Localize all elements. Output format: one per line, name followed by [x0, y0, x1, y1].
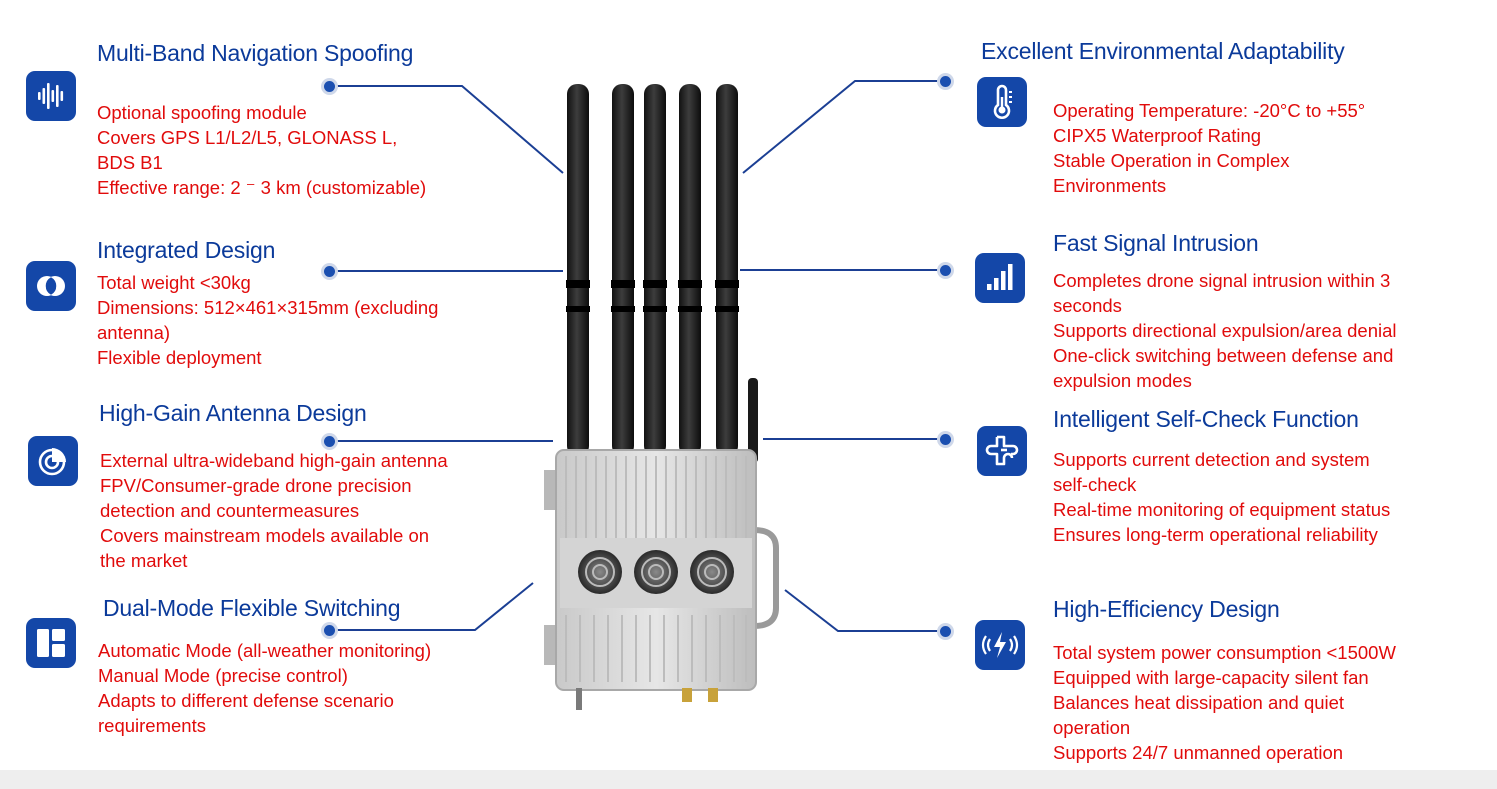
feature-line: self-check — [1053, 474, 1137, 495]
connector-dot — [324, 625, 335, 636]
feature-lines: Total weight <30kg Dimensions: 512×461×3… — [97, 270, 438, 370]
feature-line: Optional spoofing module — [97, 102, 307, 123]
thermometer-icon — [977, 77, 1027, 127]
feature-title: High-Gain Antenna Design — [99, 400, 367, 426]
feature-line: operation — [1053, 717, 1131, 738]
fans — [578, 550, 734, 594]
antenna-2 — [611, 84, 635, 456]
feature-lines: Completes drone signal intrusion within … — [1053, 268, 1397, 393]
jammer-device-illustration — [544, 84, 779, 710]
feature-title: Multi-Band Navigation Spoofing — [97, 40, 414, 66]
feature-line: Total system power consumption <1500W — [1053, 642, 1396, 663]
connector-dot — [940, 265, 951, 276]
feature-line: Supports current detection and system — [1053, 449, 1370, 470]
antenna-1 — [566, 84, 590, 456]
feature-title: Fast Signal Intrusion — [1053, 230, 1259, 256]
connector-dot — [324, 436, 335, 447]
feature-line: Completes drone signal intrusion within … — [1053, 270, 1391, 291]
feature-lines: Supports current detection and system se… — [1053, 447, 1390, 547]
feature-line: the market — [100, 550, 188, 571]
feature-lines: Total system power consumption <1500W Eq… — [1053, 640, 1396, 765]
feature-line: CIPX5 Waterproof Rating — [1053, 125, 1262, 146]
signal-bars-icon — [975, 253, 1025, 303]
feature-title: Intelligent Self-Check Function — [1053, 406, 1359, 432]
feature-line: Operating Temperature: -20°C to +55° — [1053, 100, 1366, 121]
connector-dot — [324, 81, 335, 92]
bottom-band — [0, 770, 1497, 789]
feature-line: Balances heat dissipation and quiet — [1053, 692, 1345, 713]
feature-line: Ensures long-term operational reliabilit… — [1053, 524, 1378, 545]
feature-lines: Automatic Mode (all-weather monitoring) … — [98, 638, 431, 738]
feature-line: expulsion modes — [1053, 370, 1192, 391]
feature-line: Supports 24/7 unmanned operation — [1053, 742, 1344, 763]
feature-line: FPV/Consumer-grade drone precision — [100, 475, 412, 496]
radar-sweep-icon — [28, 436, 78, 486]
feature-line: Total weight <30kg — [97, 272, 251, 293]
feature-line: antenna) — [97, 322, 171, 343]
feature-lines: Operating Temperature: -20°C to +55° CIP… — [1053, 98, 1365, 198]
feature-title: High-Efficiency Design — [1053, 596, 1280, 622]
feature-line: Automatic Mode (all-weather monitoring) — [98, 640, 432, 661]
antenna-4 — [678, 84, 702, 456]
connector-dot — [940, 626, 951, 637]
feature-line: Real-time monitoring of equipment status — [1053, 499, 1391, 520]
connector-dot — [324, 266, 335, 277]
feature-title: Excellent Environmental Adaptability — [981, 38, 1345, 64]
leader-line-environment — [742, 80, 945, 174]
short-antenna — [748, 378, 758, 463]
layout-panels-icon — [26, 618, 76, 668]
feature-line: requirements — [98, 715, 206, 736]
feature-title: Dual-Mode Flexible Switching — [103, 595, 401, 621]
overlap-circles-icon — [26, 261, 76, 311]
antennas — [566, 84, 758, 463]
cross-loop-icon — [977, 426, 1027, 476]
feature-line: BDS B1 — [97, 152, 163, 173]
feature-line: Effective range: 2 ⁻ 3 km (customizable) — [97, 177, 427, 198]
feature-line: Dimensions: 512×461×315mm (excluding — [97, 297, 439, 318]
leader-line-dual-mode — [330, 582, 534, 631]
feature-lines: External ultra-wideband high-gain antenn… — [100, 448, 448, 573]
feature-line: Stable Operation in Complex — [1053, 150, 1290, 171]
feature-title: Integrated Design — [97, 237, 276, 263]
antenna-3 — [643, 84, 667, 456]
connector-dot — [940, 76, 951, 87]
fan-3 — [690, 550, 734, 594]
feature-line: Covers mainstream models available on — [100, 525, 430, 546]
leader-line-spoofing — [330, 85, 564, 174]
feature-line: Flexible deployment — [97, 347, 262, 368]
feature-line: External ultra-wideband high-gain antenn… — [100, 450, 448, 471]
fan-2 — [634, 550, 678, 594]
audio-wave-icon — [26, 71, 76, 121]
leader-line-efficiency — [784, 589, 945, 632]
lightning-broadcast-icon — [975, 620, 1025, 670]
fan-1 — [578, 550, 622, 594]
antenna-5 — [715, 84, 739, 456]
feature-line: seconds — [1053, 295, 1122, 316]
feature-line: Supports directional expulsion/area deni… — [1053, 320, 1397, 341]
feature-line: detection and countermeasures — [100, 500, 360, 521]
feature-line: Equipped with large-capacity silent fan — [1053, 667, 1369, 688]
feature-line: Adapts to different defense scenario — [98, 690, 394, 711]
feature-line: Covers GPS L1/L2/L5, GLONASS L, — [97, 127, 398, 148]
feature-line: Manual Mode (precise control) — [98, 665, 348, 686]
feature-lines: Optional spoofing module Covers GPS L1/L… — [97, 100, 426, 200]
feature-line: One-click switching between defense and — [1053, 345, 1394, 366]
connector-dot — [940, 434, 951, 445]
feature-line: Environments — [1053, 175, 1167, 196]
